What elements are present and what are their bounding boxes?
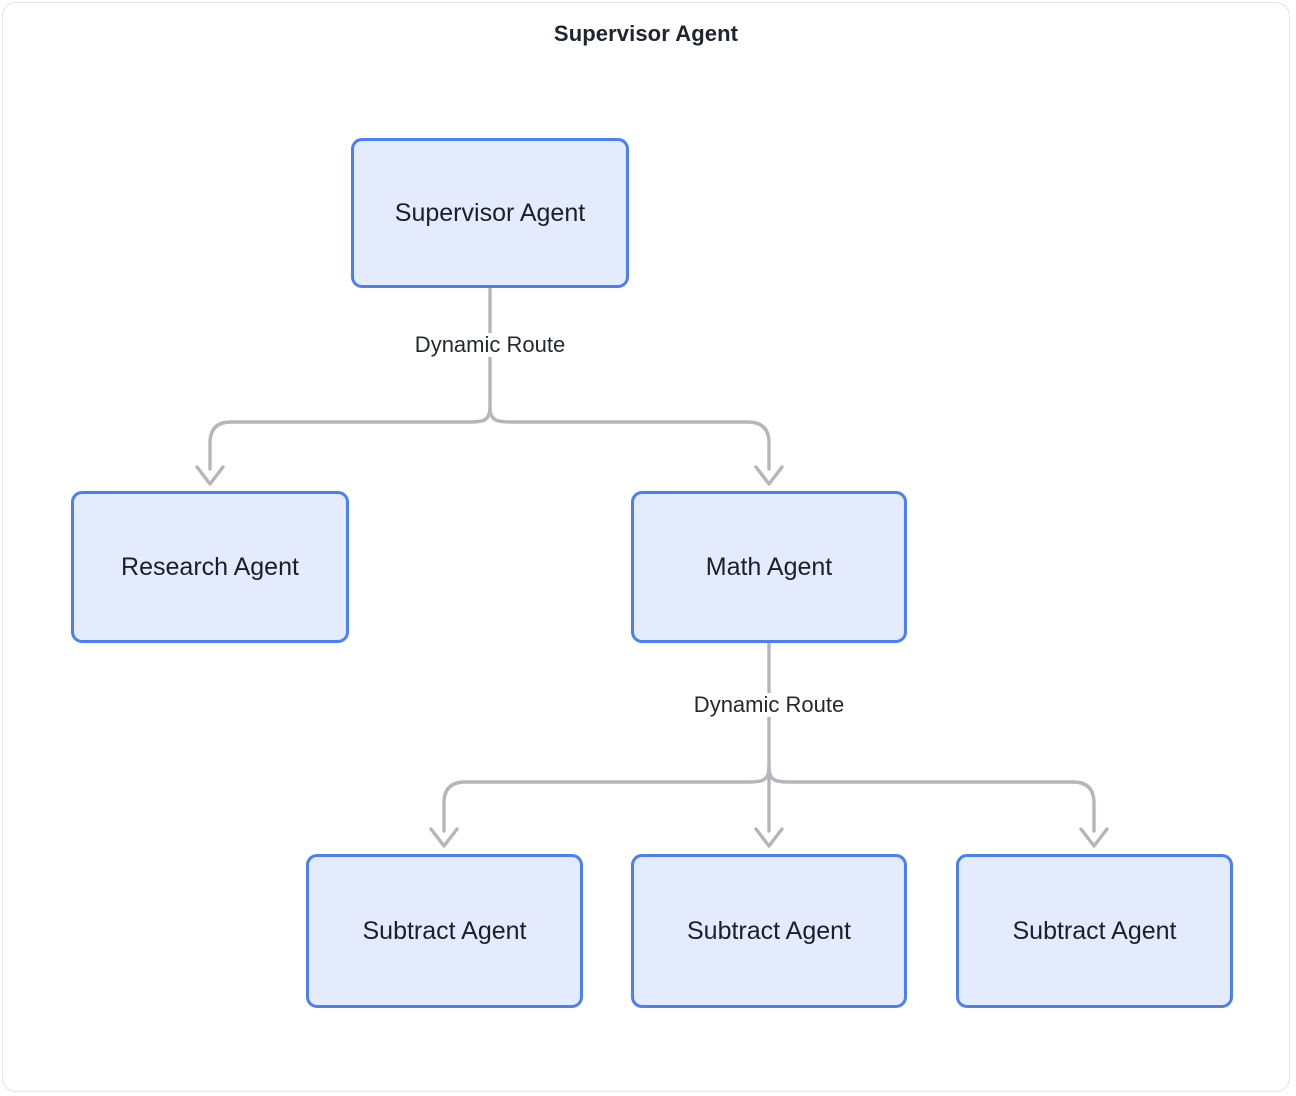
node-label: Subtract Agent <box>362 916 527 945</box>
node-subtract-agent-3[interactable]: Subtract Agent <box>956 854 1233 1008</box>
arrowhead-subtract-3 <box>1079 827 1109 848</box>
node-research-agent[interactable]: Research Agent <box>71 491 349 643</box>
node-label: Subtract Agent <box>1012 916 1177 945</box>
edge-supervisor-to-math <box>488 405 771 471</box>
edge-label-dynamic-route-top: Dynamic Route <box>407 332 573 358</box>
node-label: Subtract Agent <box>686 916 851 945</box>
arrowhead-research <box>195 465 225 486</box>
node-math-agent[interactable]: Math Agent <box>631 491 907 643</box>
node-label: Supervisor Agent <box>394 198 586 227</box>
edge-supervisor-to-research <box>208 405 492 471</box>
arrowhead-math <box>754 465 784 486</box>
edge-label-dynamic-route-bottom: Dynamic Route <box>686 692 852 718</box>
node-subtract-agent-2[interactable]: Subtract Agent <box>631 854 907 1008</box>
edge-math-to-subtract-3 <box>767 765 1096 833</box>
page-title: Supervisor Agent <box>553 21 739 46</box>
node-label: Math Agent <box>705 552 833 581</box>
arrowhead-subtract-2 <box>754 827 784 848</box>
edge-math-to-subtract-1 <box>442 765 771 833</box>
node-supervisor-agent[interactable]: Supervisor Agent <box>351 138 629 288</box>
node-subtract-agent-1[interactable]: Subtract Agent <box>306 854 583 1008</box>
arrowhead-subtract-1 <box>429 827 459 848</box>
node-label: Research Agent <box>121 552 299 581</box>
